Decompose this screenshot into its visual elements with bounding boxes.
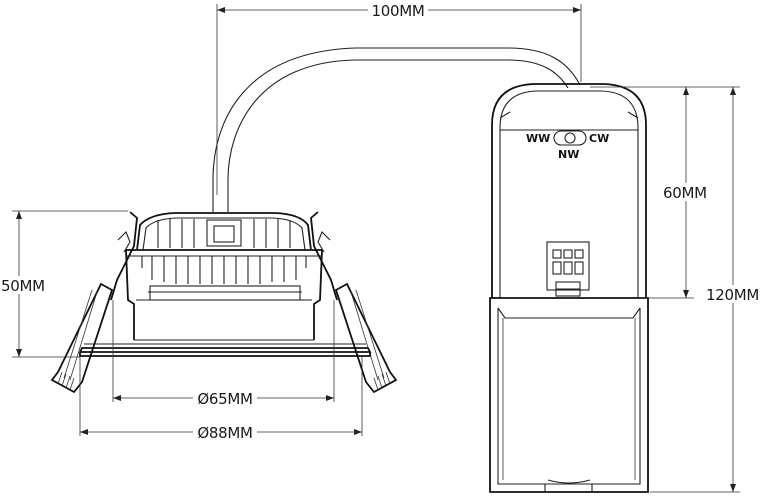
trim-ring <box>79 339 372 357</box>
driver-total-height-label: 120MM <box>706 286 759 304</box>
driver-total-height-dimension: 120MM <box>650 87 760 493</box>
inner-diameter-dimension: Ø65MM <box>112 300 335 408</box>
heatsink-fins <box>157 219 291 248</box>
downlight-fixture <box>50 211 398 394</box>
cct-switch-cw-label: CW <box>589 132 609 145</box>
driver-box: WW CW NW <box>489 83 649 493</box>
fixture-height-label: 50MM <box>1 277 45 295</box>
lower-fins <box>141 256 307 301</box>
terminal-block <box>546 241 590 297</box>
driver-upper-height-dimension: 60MM <box>590 86 740 299</box>
left-spring-clip <box>50 211 138 394</box>
cable-length-dimension: 100MM <box>216 1 582 195</box>
cable-length-label: 100MM <box>371 2 424 20</box>
driver-upper-height-label: 60MM <box>663 184 707 202</box>
right-spring-clip <box>310 211 398 394</box>
cct-switch-ww-label: WW <box>526 132 550 145</box>
outer-diameter-label: Ø88MM <box>197 424 252 442</box>
cct-switch-nw-label: NW <box>558 148 579 161</box>
outer-diameter-dimension: Ø88MM <box>79 356 363 442</box>
inner-diameter-label: Ø65MM <box>197 390 252 408</box>
cct-switch: WW CW NW <box>526 130 609 161</box>
fixture-height-dimension: 50MM <box>1 210 128 358</box>
power-cable <box>212 47 581 212</box>
